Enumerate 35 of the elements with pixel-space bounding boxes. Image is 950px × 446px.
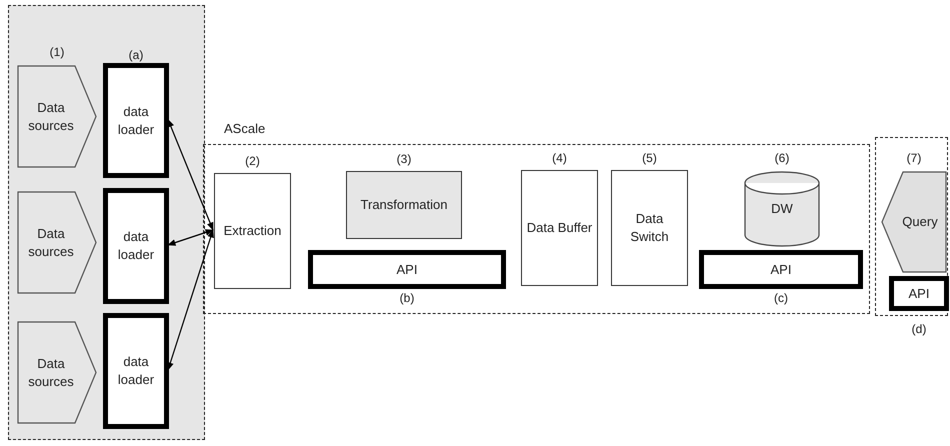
node-label: DW: [770, 200, 794, 218]
node-label: Data Buffer: [526, 219, 594, 237]
node-label: API: [908, 284, 930, 302]
node-label: Data sources: [27, 98, 75, 134]
node-label: API: [770, 260, 792, 278]
callout-number: (5): [641, 151, 658, 165]
pentagon-arrow-shape: [17, 321, 97, 424]
callout-number: (a): [128, 48, 144, 62]
dashed-group-frame: [8, 5, 205, 440]
node-label: data loader: [116, 228, 156, 264]
node-label: Transformation: [360, 196, 448, 214]
node-label: Data sources: [27, 224, 75, 260]
node-label: data loader: [116, 102, 156, 138]
callout-number: (1): [48, 45, 66, 59]
callout-number: (6): [774, 151, 790, 165]
node-label: data loader: [116, 353, 156, 389]
node-label: Query: [901, 213, 939, 231]
thick-border-box: [103, 188, 169, 304]
callout-number: (4): [551, 151, 568, 165]
node-label: API: [396, 260, 418, 278]
node-label: Extraction: [222, 222, 282, 240]
callout-number: (3): [396, 152, 412, 166]
group-heading: AScale: [224, 121, 266, 136]
callout-number: (d): [910, 322, 928, 336]
node-label: Data Switch: [629, 210, 670, 246]
double-arrow: [167, 229, 214, 371]
pentagon-arrow-shape: [17, 191, 97, 294]
callout-number: (7): [906, 151, 922, 165]
callout-number: (2): [244, 154, 261, 168]
thick-border-box: [103, 313, 169, 429]
callout-number: (c): [773, 291, 789, 305]
double-arrow: [167, 229, 214, 246]
node-label: Data sources: [27, 354, 75, 390]
double-arrow: [167, 118, 214, 231]
callout-number: (b): [398, 291, 416, 305]
